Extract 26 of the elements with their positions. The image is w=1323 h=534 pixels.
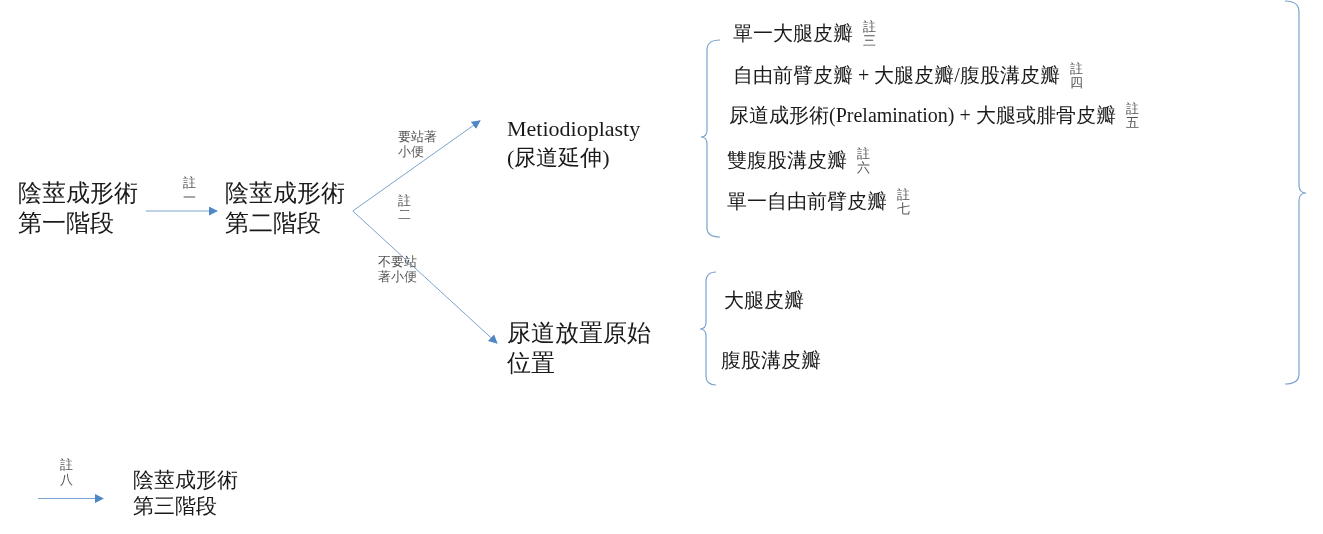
node-text: 雙腹股溝皮瓣 <box>727 145 847 175</box>
arrow <box>352 210 498 344</box>
arrow <box>37 494 104 503</box>
footnote-mark: 註七 <box>897 188 910 217</box>
arrow <box>145 206 218 216</box>
node-text: 單一大腿皮瓣 <box>733 18 853 48</box>
footnote-mark: 註三 <box>863 20 876 49</box>
footnote-mark: 註五 <box>1125 102 1139 131</box>
node-text: 大腿皮瓣 <box>724 285 804 315</box>
node-text: 自由前臂皮瓣 + 大腿皮瓣/腹股溝皮瓣 <box>733 60 1060 90</box>
edge-label: 不要站著小便 <box>378 255 417 285</box>
edge-label: 要站著小便 <box>398 130 437 160</box>
node-text: 單一自由前臂皮瓣 <box>727 186 887 216</box>
node-text: 腹股溝皮瓣 <box>721 345 821 375</box>
node-text: 陰莖成形術第三階段 <box>133 467 243 520</box>
arrow <box>352 120 481 212</box>
footnote-mark: 註四 <box>1069 62 1083 91</box>
node-text: Metiodioplasty (尿道延伸) <box>507 115 667 173</box>
note-label: 註二 <box>398 194 411 223</box>
edge-label: 註八 <box>60 458 73 488</box>
node-text: 尿道放置原始位置 <box>507 318 659 378</box>
node-text: 陰莖成形術第二階段 <box>225 178 350 238</box>
footnote-mark: 註六 <box>857 147 870 176</box>
edge-label: 註一 <box>183 176 196 206</box>
node-text: 尿道成形術(Prelamination) + 大腿或腓骨皮瓣 <box>729 100 1116 130</box>
node-text: 陰莖成形術第一階段 <box>18 178 143 238</box>
